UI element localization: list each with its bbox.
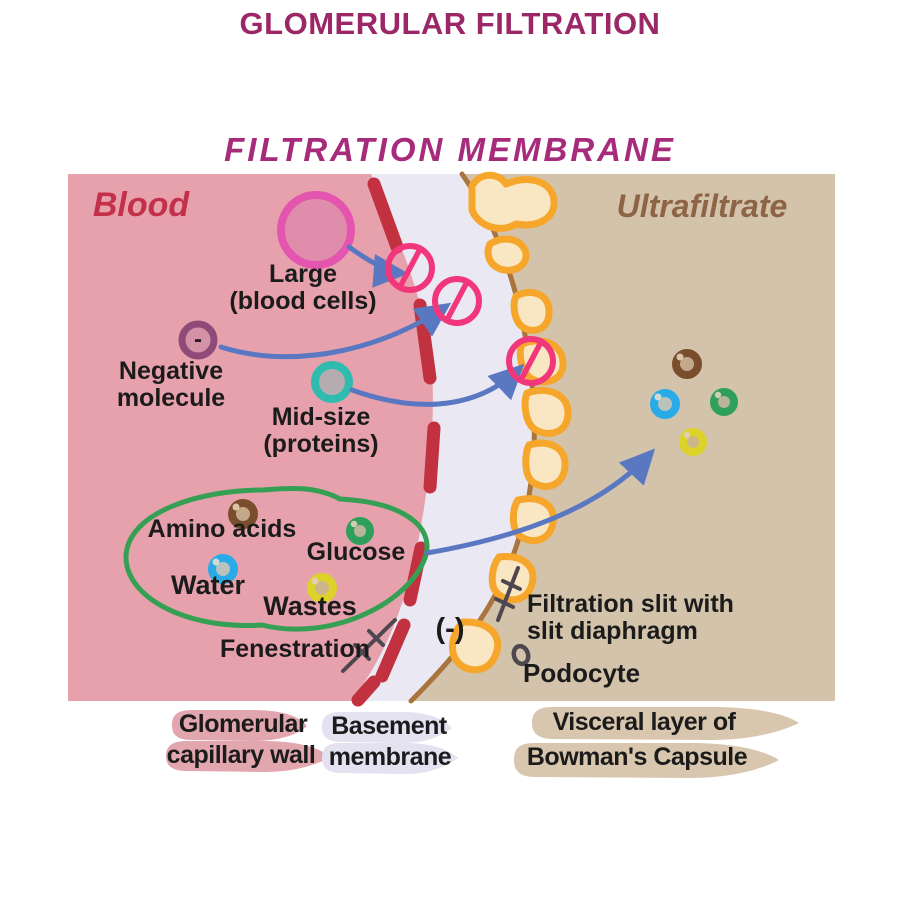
visceral-highlight-1 bbox=[532, 707, 799, 740]
visceral-layer-legend-line2: Bowman's Capsule bbox=[526, 743, 748, 771]
blood-region-label: Blood bbox=[92, 186, 190, 224]
filtered-solutes-group-outline bbox=[123, 485, 430, 632]
slit-diaphragm-marker bbox=[494, 566, 522, 622]
podocyte-marker bbox=[511, 643, 531, 667]
large-blood-cells-label: Large(blood cells) bbox=[229, 260, 377, 315]
blocked-sign-filtration-slit bbox=[506, 336, 556, 386]
visceral-highlight-2 bbox=[514, 743, 779, 778]
capillary-wall-legend-line2: capillary wall bbox=[166, 741, 316, 769]
capillary-highlight-2 bbox=[166, 741, 330, 772]
capillary-wall-legend-line1: Glomerular bbox=[178, 710, 308, 738]
wastes-molecule-icon bbox=[307, 573, 337, 603]
blood-region bbox=[68, 174, 433, 701]
page-title: GLOMERULAR FILTRATION bbox=[239, 6, 661, 41]
blocked-sign-capillary-wall bbox=[385, 243, 435, 293]
negative-molecule-blocked-arrow bbox=[218, 302, 452, 360]
basement-membrane-legend-line2: membrane bbox=[328, 743, 452, 771]
basement-highlight-1 bbox=[322, 712, 452, 743]
filtered-glucose-molecule-icon bbox=[710, 388, 738, 416]
minus-sign: - bbox=[194, 326, 202, 353]
capillary-highlight-1 bbox=[172, 710, 307, 741]
flow-arrows bbox=[218, 244, 656, 556]
visceral-layer-legend-line1: Visceral layer of bbox=[552, 708, 736, 736]
glucose-label: Glucose bbox=[306, 538, 406, 566]
basement-membrane-legend-line1: Basement bbox=[331, 712, 447, 740]
blood-cell-icon bbox=[277, 191, 355, 269]
filtered-amino-acid-molecule-icon bbox=[672, 349, 702, 379]
filtered-water-molecule-icon bbox=[650, 389, 680, 419]
basement-highlight-2 bbox=[322, 743, 458, 774]
fenestration-pointer bbox=[341, 618, 397, 673]
amino-acids-label: Amino acids bbox=[147, 515, 297, 543]
podocyte-label: Podocyte bbox=[523, 658, 641, 688]
blood-cell-blocked-arrow bbox=[346, 244, 409, 288]
negative-charge-label: (-) bbox=[435, 613, 465, 645]
amino-acid-molecule-icon bbox=[228, 499, 258, 529]
solutes-filtered-arrow bbox=[424, 448, 656, 556]
midsize-protein-blocked-arrow bbox=[349, 363, 525, 407]
midsize-proteins-label: Mid-size(proteins) bbox=[263, 403, 379, 458]
midsize-protein-icon bbox=[311, 361, 353, 403]
capillary-wall-dashes bbox=[351, 177, 441, 707]
filtered-wastes-molecule-icon bbox=[679, 428, 707, 456]
negative-molecule-icon bbox=[178, 320, 218, 360]
blocked-sign-basement-membrane bbox=[432, 276, 482, 326]
water-molecule-icon bbox=[208, 554, 238, 584]
ultrafiltrate-region-label: Ultrafiltrate bbox=[616, 188, 788, 224]
fenestration-label: Fenestration bbox=[219, 635, 371, 663]
wastes-label: Wastes bbox=[263, 591, 357, 621]
water-label: Water bbox=[170, 570, 246, 600]
legend-highlights bbox=[166, 707, 799, 778]
membrane-heading: FILTRATION MEMBRANE bbox=[224, 131, 676, 168]
glucose-molecule-icon bbox=[346, 517, 374, 545]
